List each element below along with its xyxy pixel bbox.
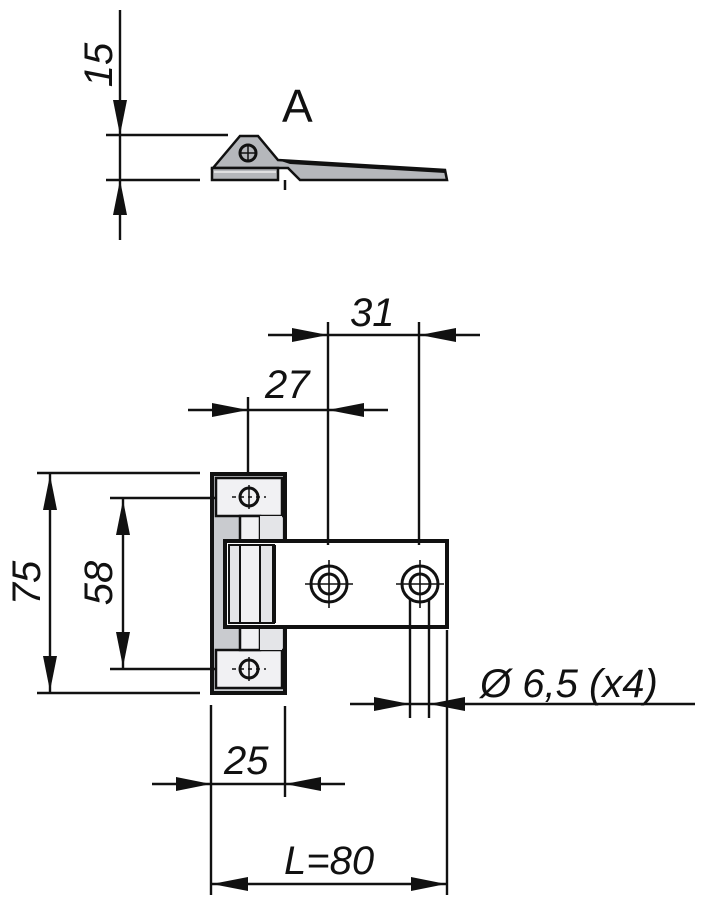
dim-31: 31 bbox=[268, 291, 480, 545]
dim-27: 27 bbox=[188, 363, 388, 476]
front-view bbox=[210, 472, 449, 695]
dim-total-length: L=80 bbox=[284, 839, 374, 883]
dim-hole-diameter-label: Ø 6,5 (x4) bbox=[478, 662, 658, 706]
side-view: 15 A bbox=[77, 10, 449, 240]
dim-leaf-offset: 27 bbox=[264, 363, 311, 407]
hole-right-2 bbox=[396, 560, 444, 608]
dim-58: 58 bbox=[77, 496, 215, 671]
dim-hole-spacing: 31 bbox=[350, 291, 395, 335]
dim-25: 25 bbox=[152, 705, 345, 895]
hole-right-1 bbox=[305, 560, 353, 608]
dim-leaf-width: 25 bbox=[223, 739, 269, 783]
hole-top-left bbox=[232, 485, 266, 509]
dim-total-height: 75 bbox=[5, 560, 49, 605]
dim-hole-diameter: Ø 6,5 (x4) bbox=[350, 600, 695, 718]
dim-75: 75 bbox=[5, 471, 200, 695]
hole-bottom-left bbox=[232, 657, 266, 681]
dim-hole-pitch-vertical: 58 bbox=[77, 560, 121, 605]
dim-side-height: 15 bbox=[77, 42, 121, 87]
view-label: A bbox=[282, 80, 313, 132]
dim-80: L=80 bbox=[211, 630, 449, 895]
